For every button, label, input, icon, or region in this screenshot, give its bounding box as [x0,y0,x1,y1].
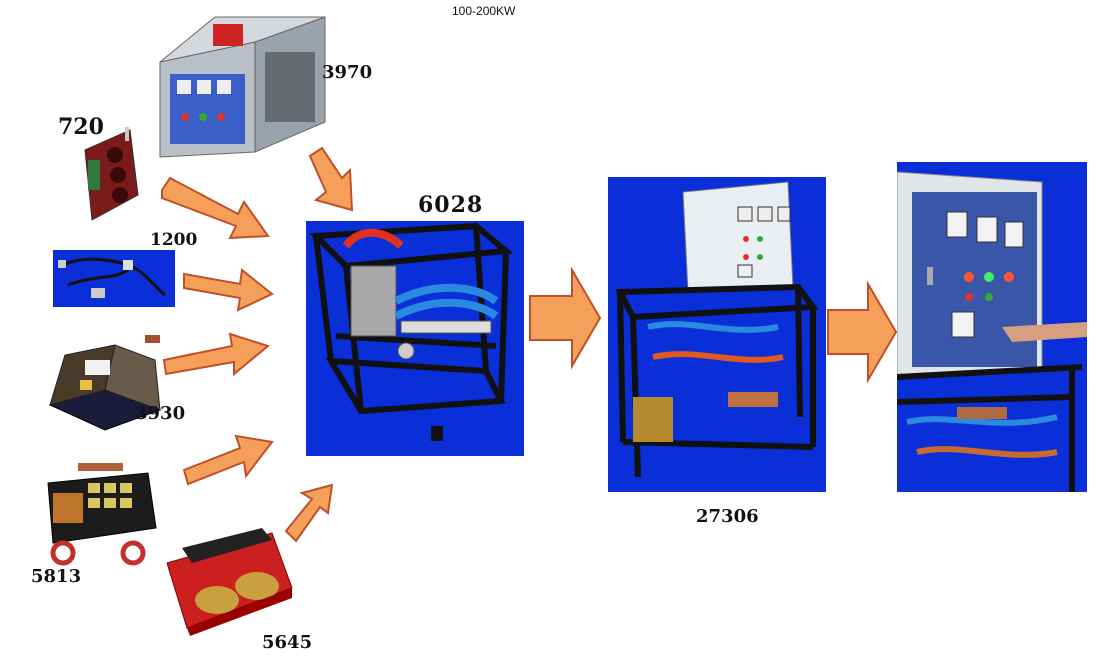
label-3970: 3970 [322,62,373,83]
cabinet-3970-image [155,12,330,172]
label-3930: 3930 [135,403,186,424]
arrow-3930-to-frame [162,332,271,377]
arrow-1200-to-frame [183,268,274,312]
final-machine-image [897,162,1087,492]
arrow-5813-to-frame [182,434,274,486]
label-6028: 6028 [418,192,484,218]
label-5813: 5813 [31,566,82,587]
module-3930-image [45,335,165,445]
board-5813-image [38,458,163,578]
frame-cabinet-27306-image [608,177,826,492]
label-5645: 5645 [262,632,313,653]
board-720-image [70,125,150,225]
arrow-5645-to-frame [284,483,334,543]
label-27306: 27306 [696,506,759,527]
arrow-3970-to-frame [308,146,354,212]
transformer-5645-image [162,528,297,636]
frame-6028-image [306,221,524,456]
label-720: 720 [58,114,104,140]
label-1200: 1200 [150,230,198,250]
power-range-label: 100-200KW [452,4,516,18]
arrow-frame-to-cabinet [529,266,602,370]
arrow-720-to-frame [161,176,270,240]
cable-1200-image [53,250,175,307]
arrow-cabinet-to-final [827,280,898,384]
